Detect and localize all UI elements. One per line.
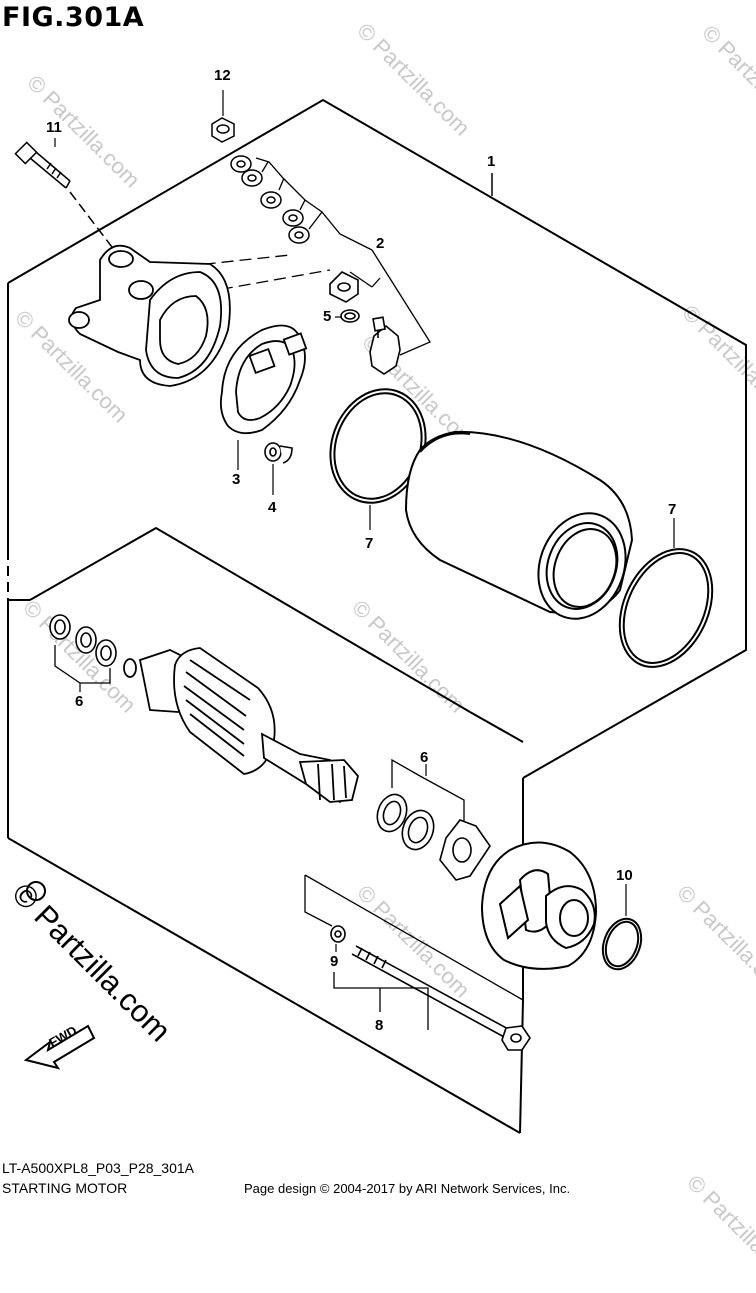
- callout-11: 11: [46, 119, 62, 136]
- starting-motor-diagram: [7, 90, 747, 1134]
- callout-8: 8: [375, 1017, 384, 1034]
- model-code: LT-A500XPL8_P03_P28_301A: [2, 1160, 195, 1176]
- callout-10: 10: [616, 867, 633, 884]
- callout-5: 5: [323, 308, 332, 325]
- page-credit: Page design © 2004-2017 by ARI Network S…: [244, 1181, 571, 1196]
- callout-3: 3: [232, 471, 241, 488]
- callout-12: 12: [214, 67, 231, 84]
- callout-1: 1: [487, 153, 496, 170]
- callout-7-lower: 7: [668, 501, 677, 518]
- callout-6-left: 6: [75, 693, 84, 710]
- fwd-arrow-icon: [23, 1024, 96, 1070]
- callout-7-upper: 7: [365, 535, 374, 552]
- figure-caption: STARTING MOTOR: [2, 1180, 128, 1196]
- callout-2: 2: [376, 235, 385, 252]
- callout-6-right: 6: [420, 749, 429, 766]
- callout-4: 4: [268, 499, 277, 516]
- figure-title: FIG.301A: [2, 2, 145, 33]
- callout-9: 9: [330, 953, 339, 970]
